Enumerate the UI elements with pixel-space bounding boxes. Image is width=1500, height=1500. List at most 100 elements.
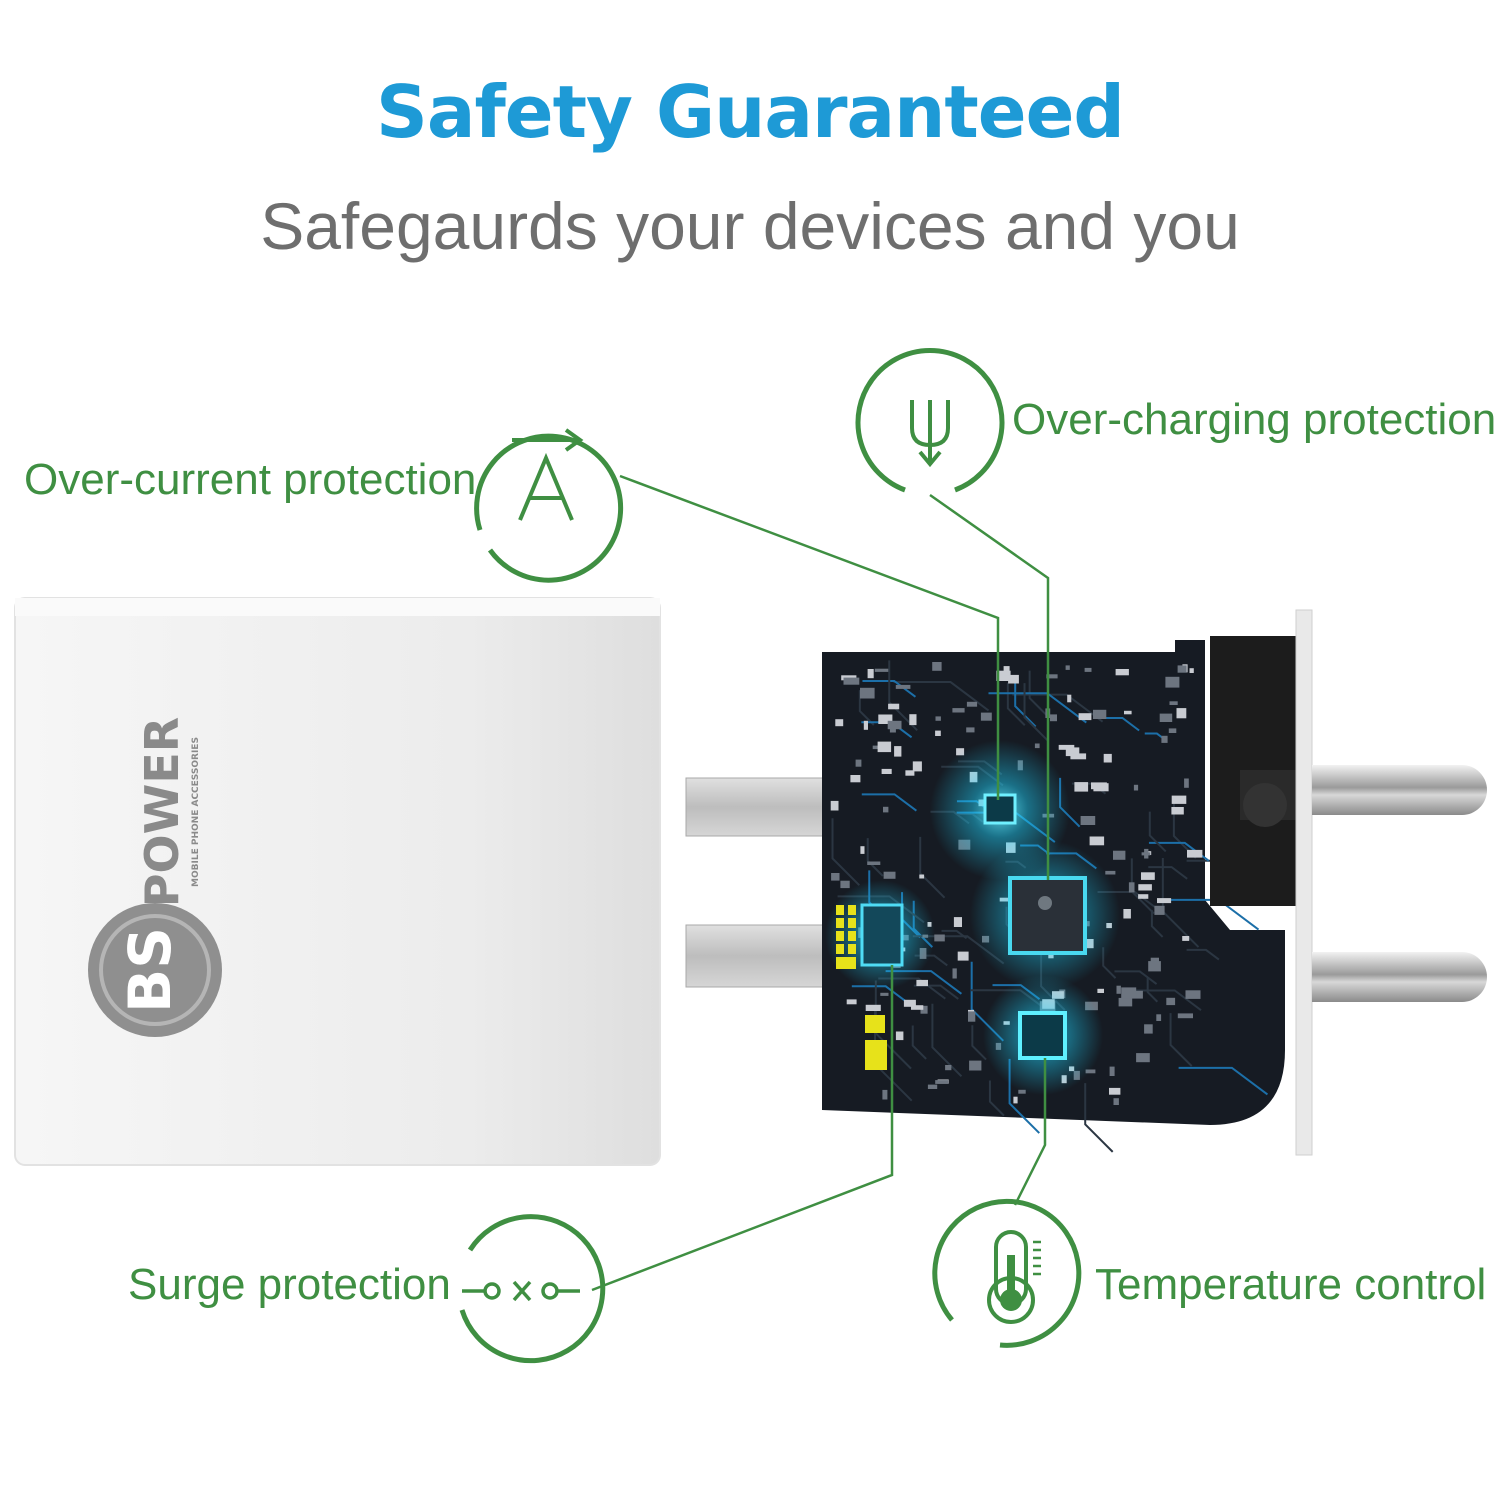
board-component — [1176, 708, 1187, 719]
board-component — [1070, 753, 1087, 760]
feature-label-surge: Surge protection — [128, 1260, 451, 1309]
page-subtitle: Safegaurds your devices and you — [260, 189, 1240, 263]
board-component — [1148, 961, 1161, 972]
board-component — [905, 770, 915, 776]
board-component — [1093, 709, 1107, 719]
glow-chip — [860, 903, 904, 967]
board-component — [1113, 1098, 1119, 1105]
board-component — [1133, 784, 1139, 791]
charger-body — [14, 597, 661, 1166]
board-trace — [931, 1003, 963, 1078]
board-component — [1105, 870, 1116, 875]
board-trace — [919, 836, 946, 899]
board-component — [1184, 778, 1189, 788]
board-component — [1065, 747, 1080, 757]
board-component — [1065, 665, 1070, 670]
temperature-icon-badge — [932, 1198, 1082, 1348]
board-trace — [1148, 811, 1167, 853]
brand-name: POWER — [135, 717, 189, 907]
feature-label-temperature: Temperature control — [1095, 1260, 1487, 1309]
brand-logo-text: BS — [116, 927, 184, 1013]
thermometer-icon — [987, 1230, 1041, 1324]
board-component — [935, 1080, 949, 1084]
board-component — [883, 806, 889, 813]
board-component — [1171, 807, 1184, 815]
board-trace — [1178, 1066, 1269, 1096]
board-trace — [988, 1080, 1005, 1117]
board-component — [912, 761, 922, 772]
board-component — [934, 934, 945, 942]
brand-logo: BS POWER MOBILE PHONE ACCESSORIES — [88, 717, 222, 1037]
switch-circuit-icon — [462, 1280, 580, 1302]
board-trace — [874, 980, 912, 1070]
board-component — [1109, 1066, 1115, 1076]
board-component — [911, 1005, 924, 1010]
board-component — [878, 714, 893, 724]
board-component — [860, 846, 865, 854]
board-component — [1154, 905, 1165, 915]
board-component — [953, 917, 962, 927]
board-component — [1115, 669, 1129, 676]
board-trace — [858, 690, 875, 726]
board-component — [1116, 985, 1121, 994]
board-component — [860, 687, 875, 699]
board-component — [1138, 894, 1149, 899]
board-component — [1128, 882, 1135, 893]
board-component — [1177, 665, 1187, 673]
board-component — [1089, 836, 1105, 846]
board-component — [1080, 816, 1096, 825]
board-component — [1168, 728, 1177, 733]
board-trace — [831, 818, 860, 886]
board-component — [872, 745, 881, 750]
board-component — [1141, 872, 1155, 880]
plug-face — [1210, 609, 1487, 1156]
board-trace — [861, 793, 917, 812]
board-component — [1008, 674, 1019, 684]
board-component — [969, 1060, 982, 1071]
board-component — [1046, 674, 1058, 679]
battery-down-arrow-icon — [910, 400, 950, 468]
board-component — [1185, 990, 1201, 999]
page-title: Safety Guaranteed — [376, 70, 1125, 154]
board-component — [1050, 714, 1057, 722]
board-trace — [862, 679, 917, 698]
board-component — [1067, 694, 1072, 703]
main-controller-chip — [1008, 876, 1087, 955]
glow-chip — [983, 793, 1017, 825]
board-trace — [866, 838, 884, 877]
board-component — [968, 1011, 976, 1022]
board-component — [919, 874, 925, 879]
board-component — [1141, 852, 1151, 856]
ammeter-arrow-icon — [512, 428, 584, 521]
board-component — [830, 800, 839, 811]
round-pin — [1312, 952, 1487, 1002]
board-trace — [1028, 670, 1049, 718]
board-component — [881, 768, 892, 774]
board-trace — [1169, 1013, 1193, 1067]
board-trace — [911, 1025, 927, 1060]
board-component — [877, 741, 892, 753]
board-component — [835, 719, 844, 727]
board-component — [867, 861, 881, 865]
surge-icon-badge — [459, 1214, 606, 1364]
board-component — [932, 662, 942, 671]
board-trace — [888, 660, 918, 732]
round-pin — [1312, 765, 1487, 815]
board-component — [1123, 909, 1131, 919]
board-component — [1165, 676, 1180, 688]
board-component — [1084, 667, 1092, 672]
board-component — [888, 703, 900, 710]
board-component — [1171, 795, 1187, 804]
board-component — [1074, 782, 1089, 792]
board-component — [909, 714, 917, 726]
board-trace — [1114, 970, 1158, 985]
board-component — [952, 968, 957, 979]
brand-tagline: MOBILE PHONE ACCESSORIES — [191, 737, 201, 887]
board-component — [894, 746, 902, 757]
board-component — [874, 668, 889, 672]
board-component — [1138, 884, 1152, 891]
board-component — [952, 708, 965, 713]
board-component — [1177, 1013, 1193, 1019]
board-component — [903, 999, 916, 1007]
board-trace — [941, 929, 968, 940]
